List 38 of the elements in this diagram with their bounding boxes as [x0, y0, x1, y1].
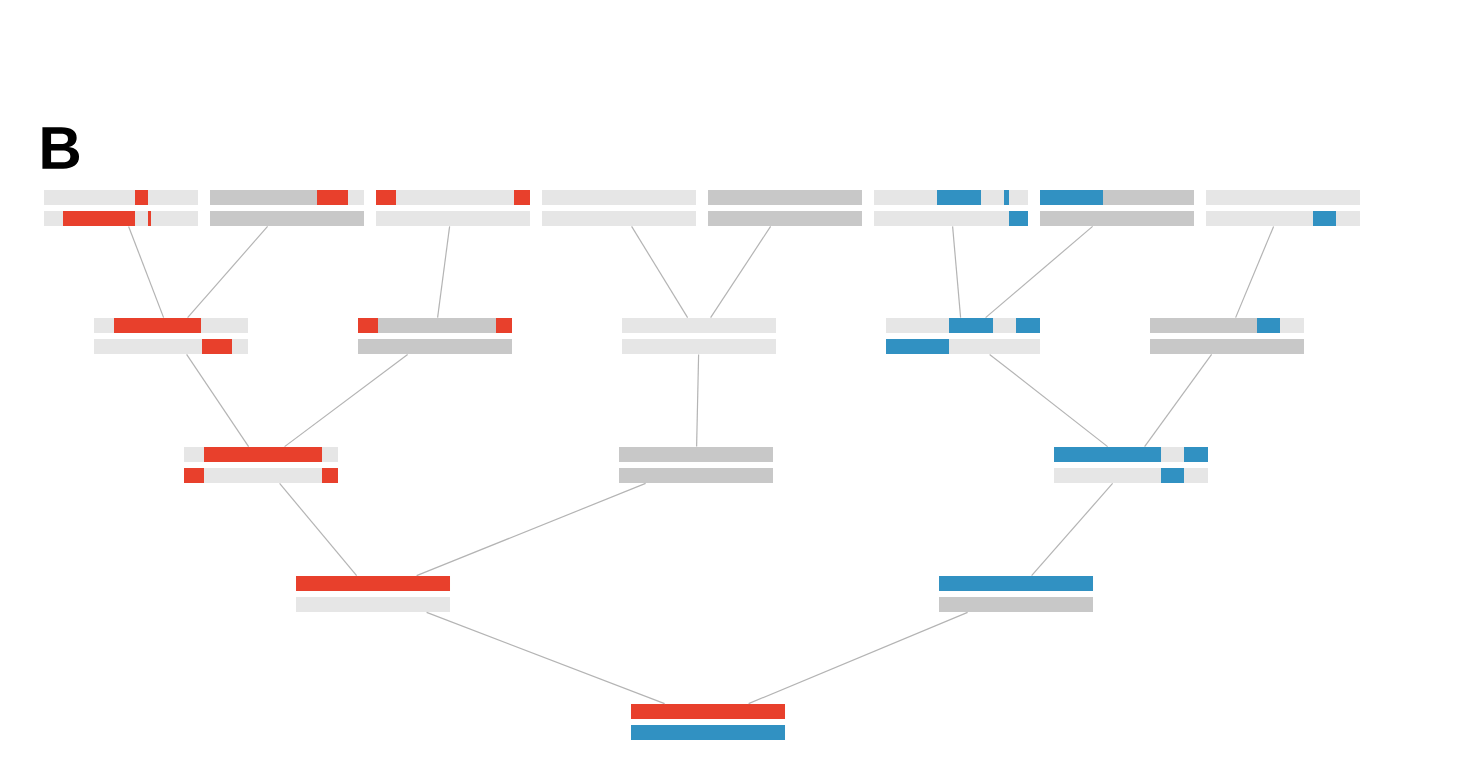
connector-line — [437, 225, 451, 319]
chromosome-pair — [1040, 190, 1194, 226]
chromosome-pair — [619, 447, 773, 483]
chromosome-pair — [631, 704, 785, 740]
chromosome-pair — [1054, 447, 1208, 483]
chromosome-pair — [939, 576, 1093, 612]
connector-line — [128, 225, 165, 319]
connector-line — [186, 353, 250, 448]
connector-line — [952, 225, 962, 319]
chromosome-pair — [1150, 318, 1304, 354]
connector-line — [985, 225, 1094, 319]
connector-line — [989, 353, 1109, 448]
chromosome-pair — [94, 318, 248, 354]
panel-letter: B — [42, 127, 80, 169]
connector-line — [1235, 225, 1275, 319]
connector-line — [284, 353, 409, 448]
chromosome-pair — [296, 576, 450, 612]
chromosome-pair — [376, 190, 530, 226]
chromosome-pair — [1206, 190, 1360, 226]
connector-line — [696, 353, 700, 448]
chromosome-pair — [44, 190, 198, 226]
connector-line — [748, 611, 969, 705]
connector-line — [631, 225, 689, 319]
connector-line — [426, 611, 666, 705]
connector-line — [279, 482, 358, 577]
connector-line — [416, 482, 647, 577]
chromosome-pair — [622, 318, 776, 354]
chromosome-pair — [210, 190, 364, 226]
chromosome-pair — [886, 318, 1040, 354]
connector-line — [187, 225, 269, 319]
connector-line — [710, 225, 772, 319]
connector-line — [1144, 353, 1213, 448]
chromosome-pair — [542, 190, 696, 226]
chromosome-pair — [708, 190, 862, 226]
connector-line — [1031, 482, 1114, 577]
chromosome-pair — [874, 190, 1028, 226]
chromosome-pair — [358, 318, 512, 354]
chromosome-pair — [184, 447, 338, 483]
